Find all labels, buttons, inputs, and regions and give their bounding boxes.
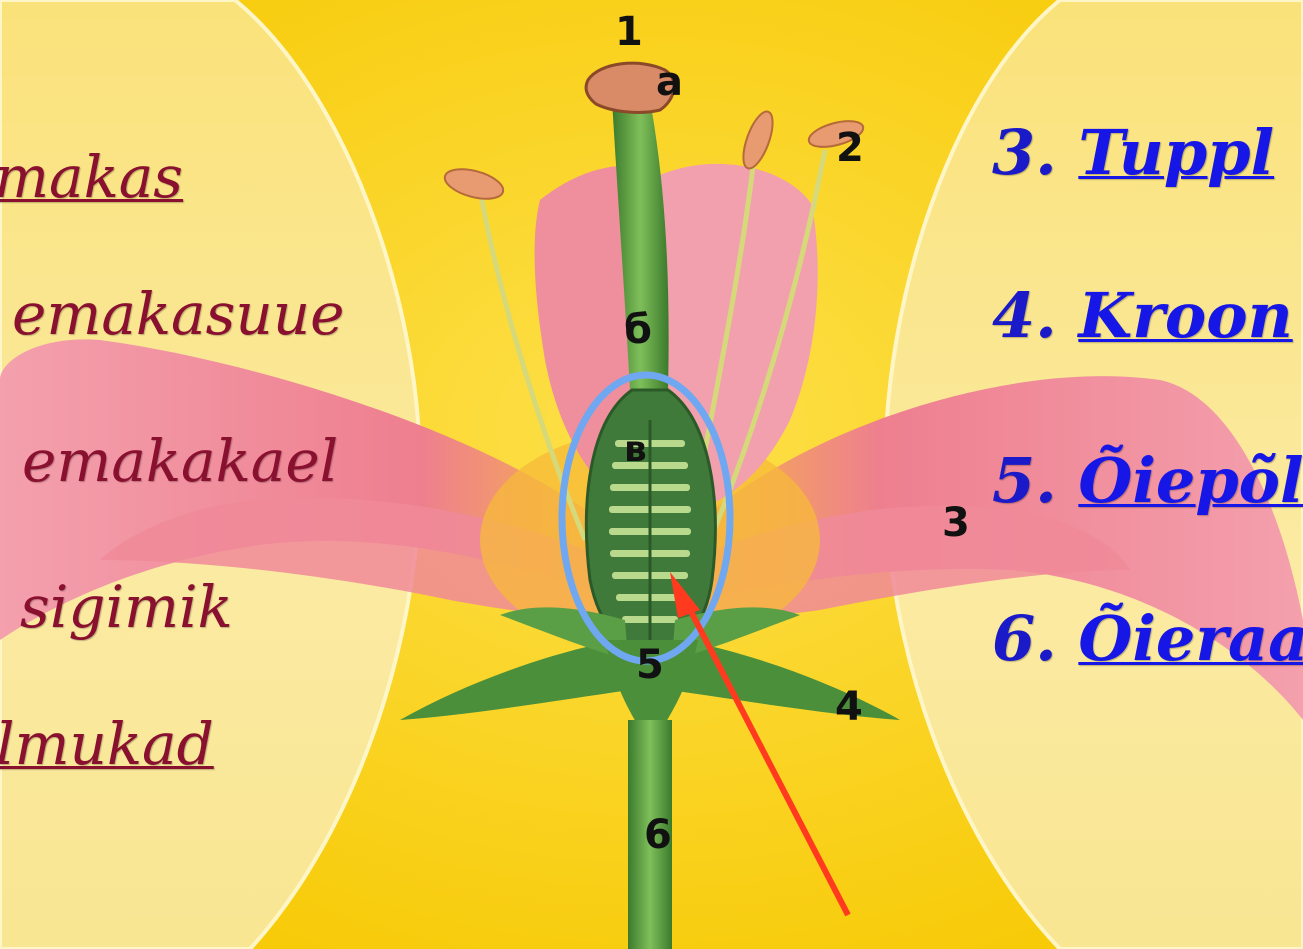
right-item-6-link[interactable]: Õieraa: [1078, 602, 1303, 675]
right-item-3[interactable]: 3. Tuppl: [992, 122, 1274, 184]
label-6: 6: [644, 815, 672, 855]
right-item-3-number: 3.: [992, 116, 1057, 189]
label-b: б: [624, 310, 652, 350]
left-item-4: sigimik: [20, 578, 233, 636]
right-item-4-link[interactable]: Kroon: [1078, 279, 1292, 352]
right-item-5[interactable]: 5. Õiepõl: [992, 450, 1303, 512]
right-item-4[interactable]: 4. Kroon: [992, 285, 1293, 347]
label-2: 2: [836, 128, 864, 168]
label-5: 5: [636, 645, 664, 685]
right-item-5-link[interactable]: Õiepõl: [1078, 444, 1303, 517]
label-a: а: [656, 62, 683, 102]
right-item-6[interactable]: 6. Õieraa: [992, 608, 1303, 670]
label-1: 1: [615, 12, 643, 52]
right-item-6-number: 6.: [992, 602, 1057, 675]
label-3: 3: [942, 503, 970, 543]
left-item-3: emakakael: [22, 432, 338, 490]
left-item-5: lmukad: [0, 715, 214, 773]
left-item-1: makas: [0, 148, 183, 206]
label-4: 4: [835, 687, 863, 727]
right-item-5-number: 5.: [992, 444, 1057, 517]
label-v: в: [624, 432, 647, 468]
left-item-2: emakasuue: [12, 285, 344, 343]
right-item-4-number: 4.: [992, 279, 1057, 352]
right-item-3-link[interactable]: Tuppl: [1078, 116, 1274, 189]
